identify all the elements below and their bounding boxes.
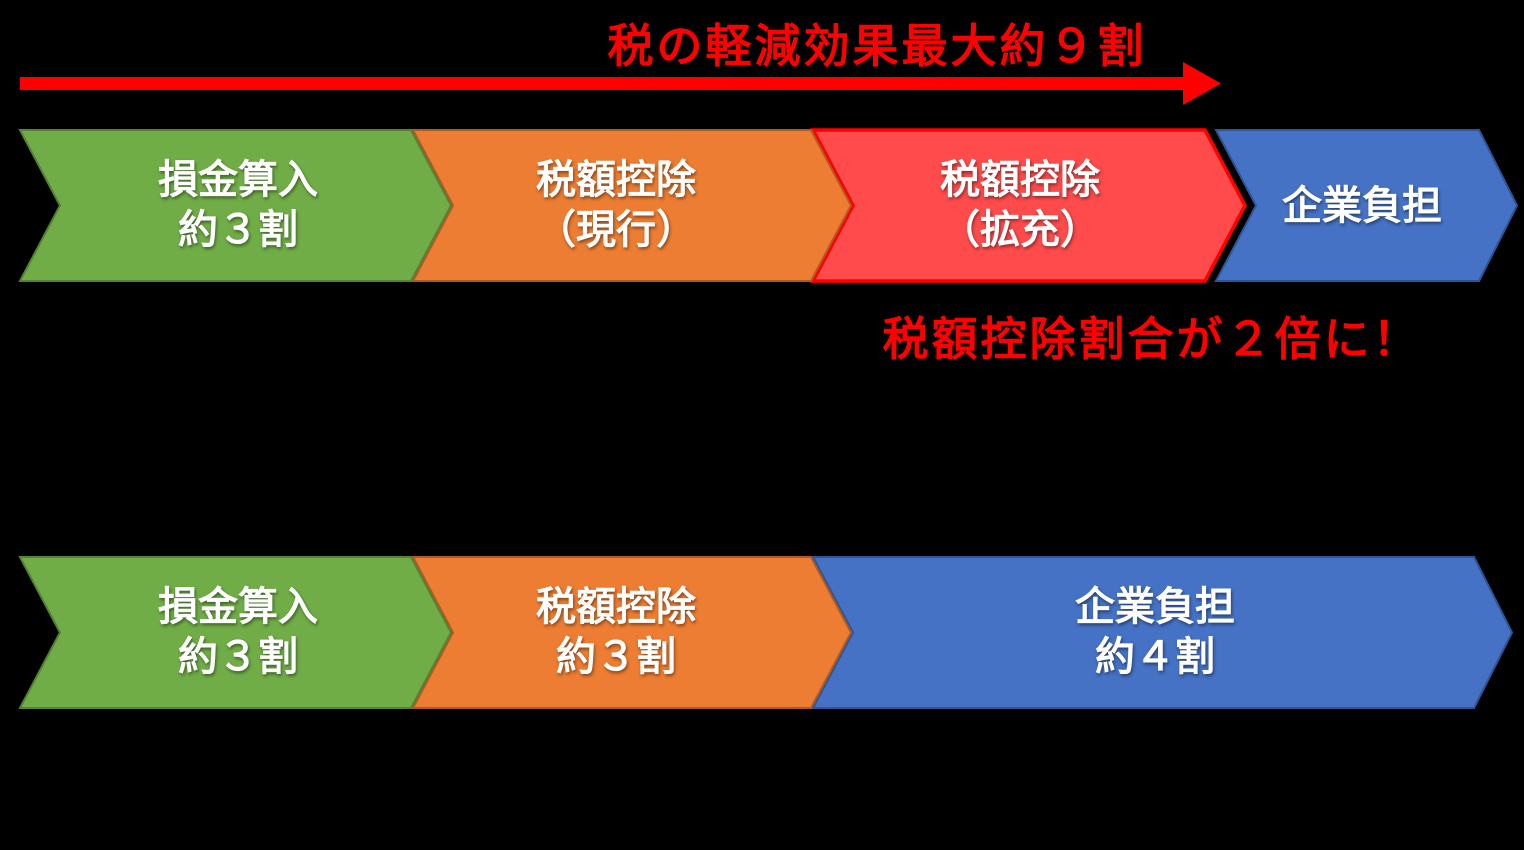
segment-label-line1: 税額控除	[940, 158, 1100, 202]
segment-label-line2: （現行）	[536, 208, 696, 252]
row2-loss-inclusion-label: 損金算入 約３割	[158, 582, 318, 682]
segment-label-line1: 損金算入	[158, 158, 318, 202]
diagram-title: 税の軽減効果最大約９割	[607, 20, 1147, 72]
row2-corporate-burden-label: 企業負担 約４割	[1075, 582, 1235, 682]
segment-label-line2: 約３割	[178, 208, 298, 252]
chevron-row1-loss-inclusion	[18, 129, 453, 282]
segment-label-line2: 約３割	[178, 635, 298, 679]
segment-label-line1: 企業負担	[1075, 585, 1235, 629]
chevron-row-2	[18, 556, 1514, 709]
arrow-shaft	[20, 77, 1186, 90]
chevron-row-1	[18, 128, 1519, 283]
segment-label-line1: 税額控除	[536, 158, 696, 202]
segment-label-line1: 損金算入	[158, 585, 318, 629]
tax-effect-arrow	[20, 62, 1221, 105]
row1-tax-credit-current-label: 税額控除 （現行）	[536, 155, 696, 255]
segment-label-line2: （拡充）	[940, 208, 1100, 252]
segment-label-line1: 税額控除	[536, 585, 696, 629]
chevron-row2-corporate-burden	[811, 556, 1514, 709]
chevron-row2-loss-inclusion	[18, 556, 453, 709]
row1-tax-credit-expanded-label: 税額控除 （拡充）	[940, 155, 1100, 255]
row2-tax-credit-label: 税額控除 約３割	[536, 582, 696, 682]
chevron-row1-corporate-burden	[1214, 129, 1519, 282]
segment-label-line1: 企業負担	[1282, 184, 1442, 228]
arrow-head-icon	[1183, 62, 1221, 105]
chevron-row2-tax-credit	[411, 556, 853, 709]
chevron-row1-tax-credit-expanded	[810, 128, 1247, 283]
chevron-row1-tax-credit-current	[411, 129, 853, 282]
segment-label-line2: 約３割	[556, 635, 676, 679]
segment-label-line2: 約４割	[1095, 635, 1215, 679]
row1-loss-inclusion-label: 損金算入 約３割	[158, 155, 318, 255]
tax-credit-doubled-annotation: 税額控除割合が２倍に！	[882, 313, 1422, 365]
row1-corporate-burden-label: 企業負担	[1282, 181, 1442, 231]
